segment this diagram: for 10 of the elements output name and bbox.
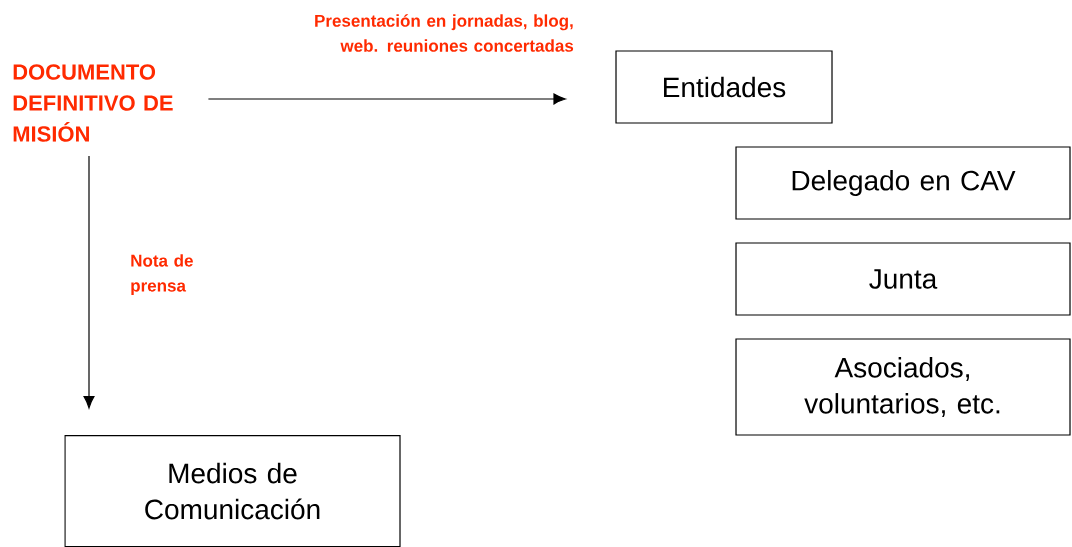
process-box: Entidades [615,50,833,124]
heading-text: DOCUMENTO DEFINITIVO DE MISIÓN [13,64,173,142]
edge-label: Presentación en jornadas, blog, web. reuniones concertadas [315,14,574,52]
process-box: Asociados, voluntarios, etc. [735,338,1071,436]
process-box: Medios de Comunicación [64,435,401,547]
edge-label: Nota de prensa [131,254,193,296]
process-box: Delegado en CAV [735,146,1071,220]
process-box: Junta [735,242,1071,316]
arrow [207,93,566,105]
arrow [83,155,95,409]
